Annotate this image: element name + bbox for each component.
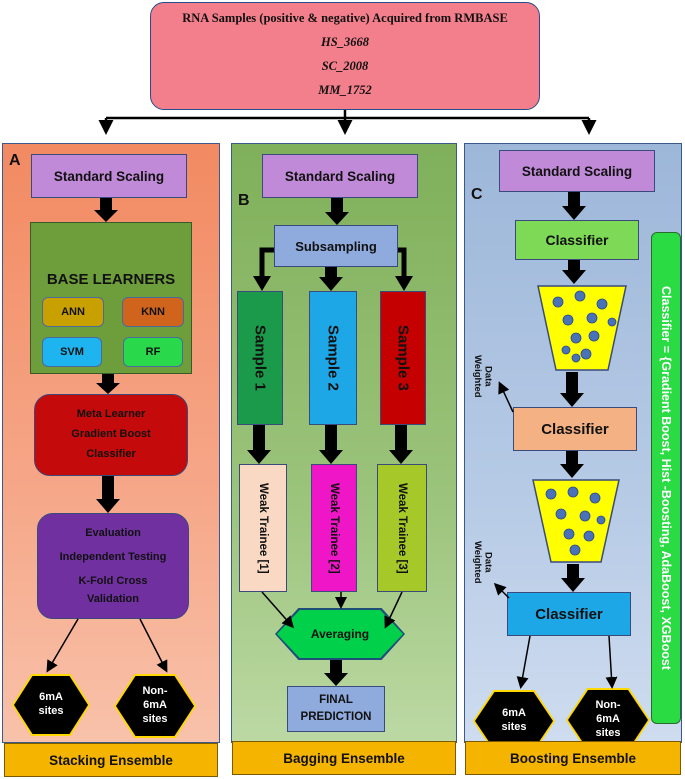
kfold-label: K-Fold Cross (78, 575, 148, 587)
stacking-scaling-label: Standard Scaling (53, 168, 165, 184)
evaluation-label: Evaluation (85, 526, 141, 539)
sample-3-label: Sample 3 (394, 325, 412, 391)
bagging-scaling-box: Standard Scaling (262, 154, 418, 198)
panel-label-a: A (9, 152, 21, 169)
source-box: RNA Samples (positive & negative) Acquir… (150, 2, 540, 110)
dataset-sc: SC_2008 (321, 58, 369, 73)
base-learners-title: BASE LEARNERS (46, 270, 176, 288)
learner-ann: ANN (42, 297, 104, 327)
weak-trainee-1-label: Weak Trainee [1] (257, 482, 269, 574)
funnel-2 (532, 479, 620, 563)
boosting-footer: Boosting Ensemble (465, 741, 681, 775)
classifier-2-box: Classifier (513, 407, 637, 451)
stacking-footer: Stacking Ensemble (4, 743, 218, 777)
meta-learner-label: Meta Learner (76, 408, 146, 421)
weak-trainee-3-box: Weak Trainee [3] (377, 464, 427, 592)
prediction-label: PREDICTION (300, 711, 372, 723)
boosting-scaling-box: Standard Scaling (499, 150, 655, 192)
evaluation-box: Evaluation Independent Testing K-Fold Cr… (37, 513, 189, 619)
meta-learner-box: Meta Learner Gradient Boost Classifier (34, 394, 188, 476)
independent-testing-label: Independent Testing (59, 550, 167, 563)
dataset-mm: MM_1752 (318, 82, 372, 97)
classifier-1-box: Classifier (515, 220, 639, 260)
sample-1-label: Sample 1 (251, 325, 269, 391)
final-prediction-box: FINAL PREDICTION (287, 686, 385, 732)
source-title: RNA Samples (positive & negative) Acquir… (182, 10, 508, 25)
bagging-footer: Bagging Ensemble (232, 741, 456, 775)
dataset-hs: HS_3668 (321, 34, 369, 49)
meta-learner-model-type: Classifier (86, 447, 136, 460)
weak-trainee-2-box: Weak Trainee [2] (311, 464, 357, 592)
funnel-1 (537, 285, 627, 371)
sample-1-box: Sample 1 (237, 291, 283, 425)
averaging-hexagon: Averaging (277, 610, 403, 658)
sample-2-box: Sample 2 (309, 291, 357, 425)
weak-trainee-2-label: Weak Trainee [2] (328, 482, 340, 574)
panel-label-c: C (471, 186, 483, 203)
validation-label: Validation (87, 593, 139, 606)
learner-knn: KNN (122, 297, 184, 327)
meta-learner-model: Gradient Boost (71, 428, 151, 441)
panel-label-b: B (238, 192, 250, 209)
sample-2-label: Sample 2 (324, 325, 342, 391)
classifier-note-bar: Classifier = {Gradient Boost, Hist -Boos… (651, 232, 681, 724)
classifier-note-text: Classifier = {Gradient Boost, Hist -Boos… (659, 286, 673, 670)
bagging-scaling-label: Standard Scaling (284, 168, 396, 184)
boosting-scaling-label: Standard Scaling (521, 163, 633, 179)
final-label: FINAL (319, 693, 353, 706)
learner-svm: SVM (42, 337, 102, 367)
classifier-3-box: Classifier (507, 592, 631, 636)
weak-trainee-3-label: Weak Trainee [3] (396, 482, 408, 574)
sample-3-box: Sample 3 (380, 291, 426, 425)
weak-trainee-1-box: Weak Trainee [1] (239, 464, 287, 592)
subsampling-box: Subsampling (274, 225, 398, 267)
learner-rf: RF (123, 337, 183, 367)
stacking-scaling-box: Standard Scaling (31, 154, 187, 198)
